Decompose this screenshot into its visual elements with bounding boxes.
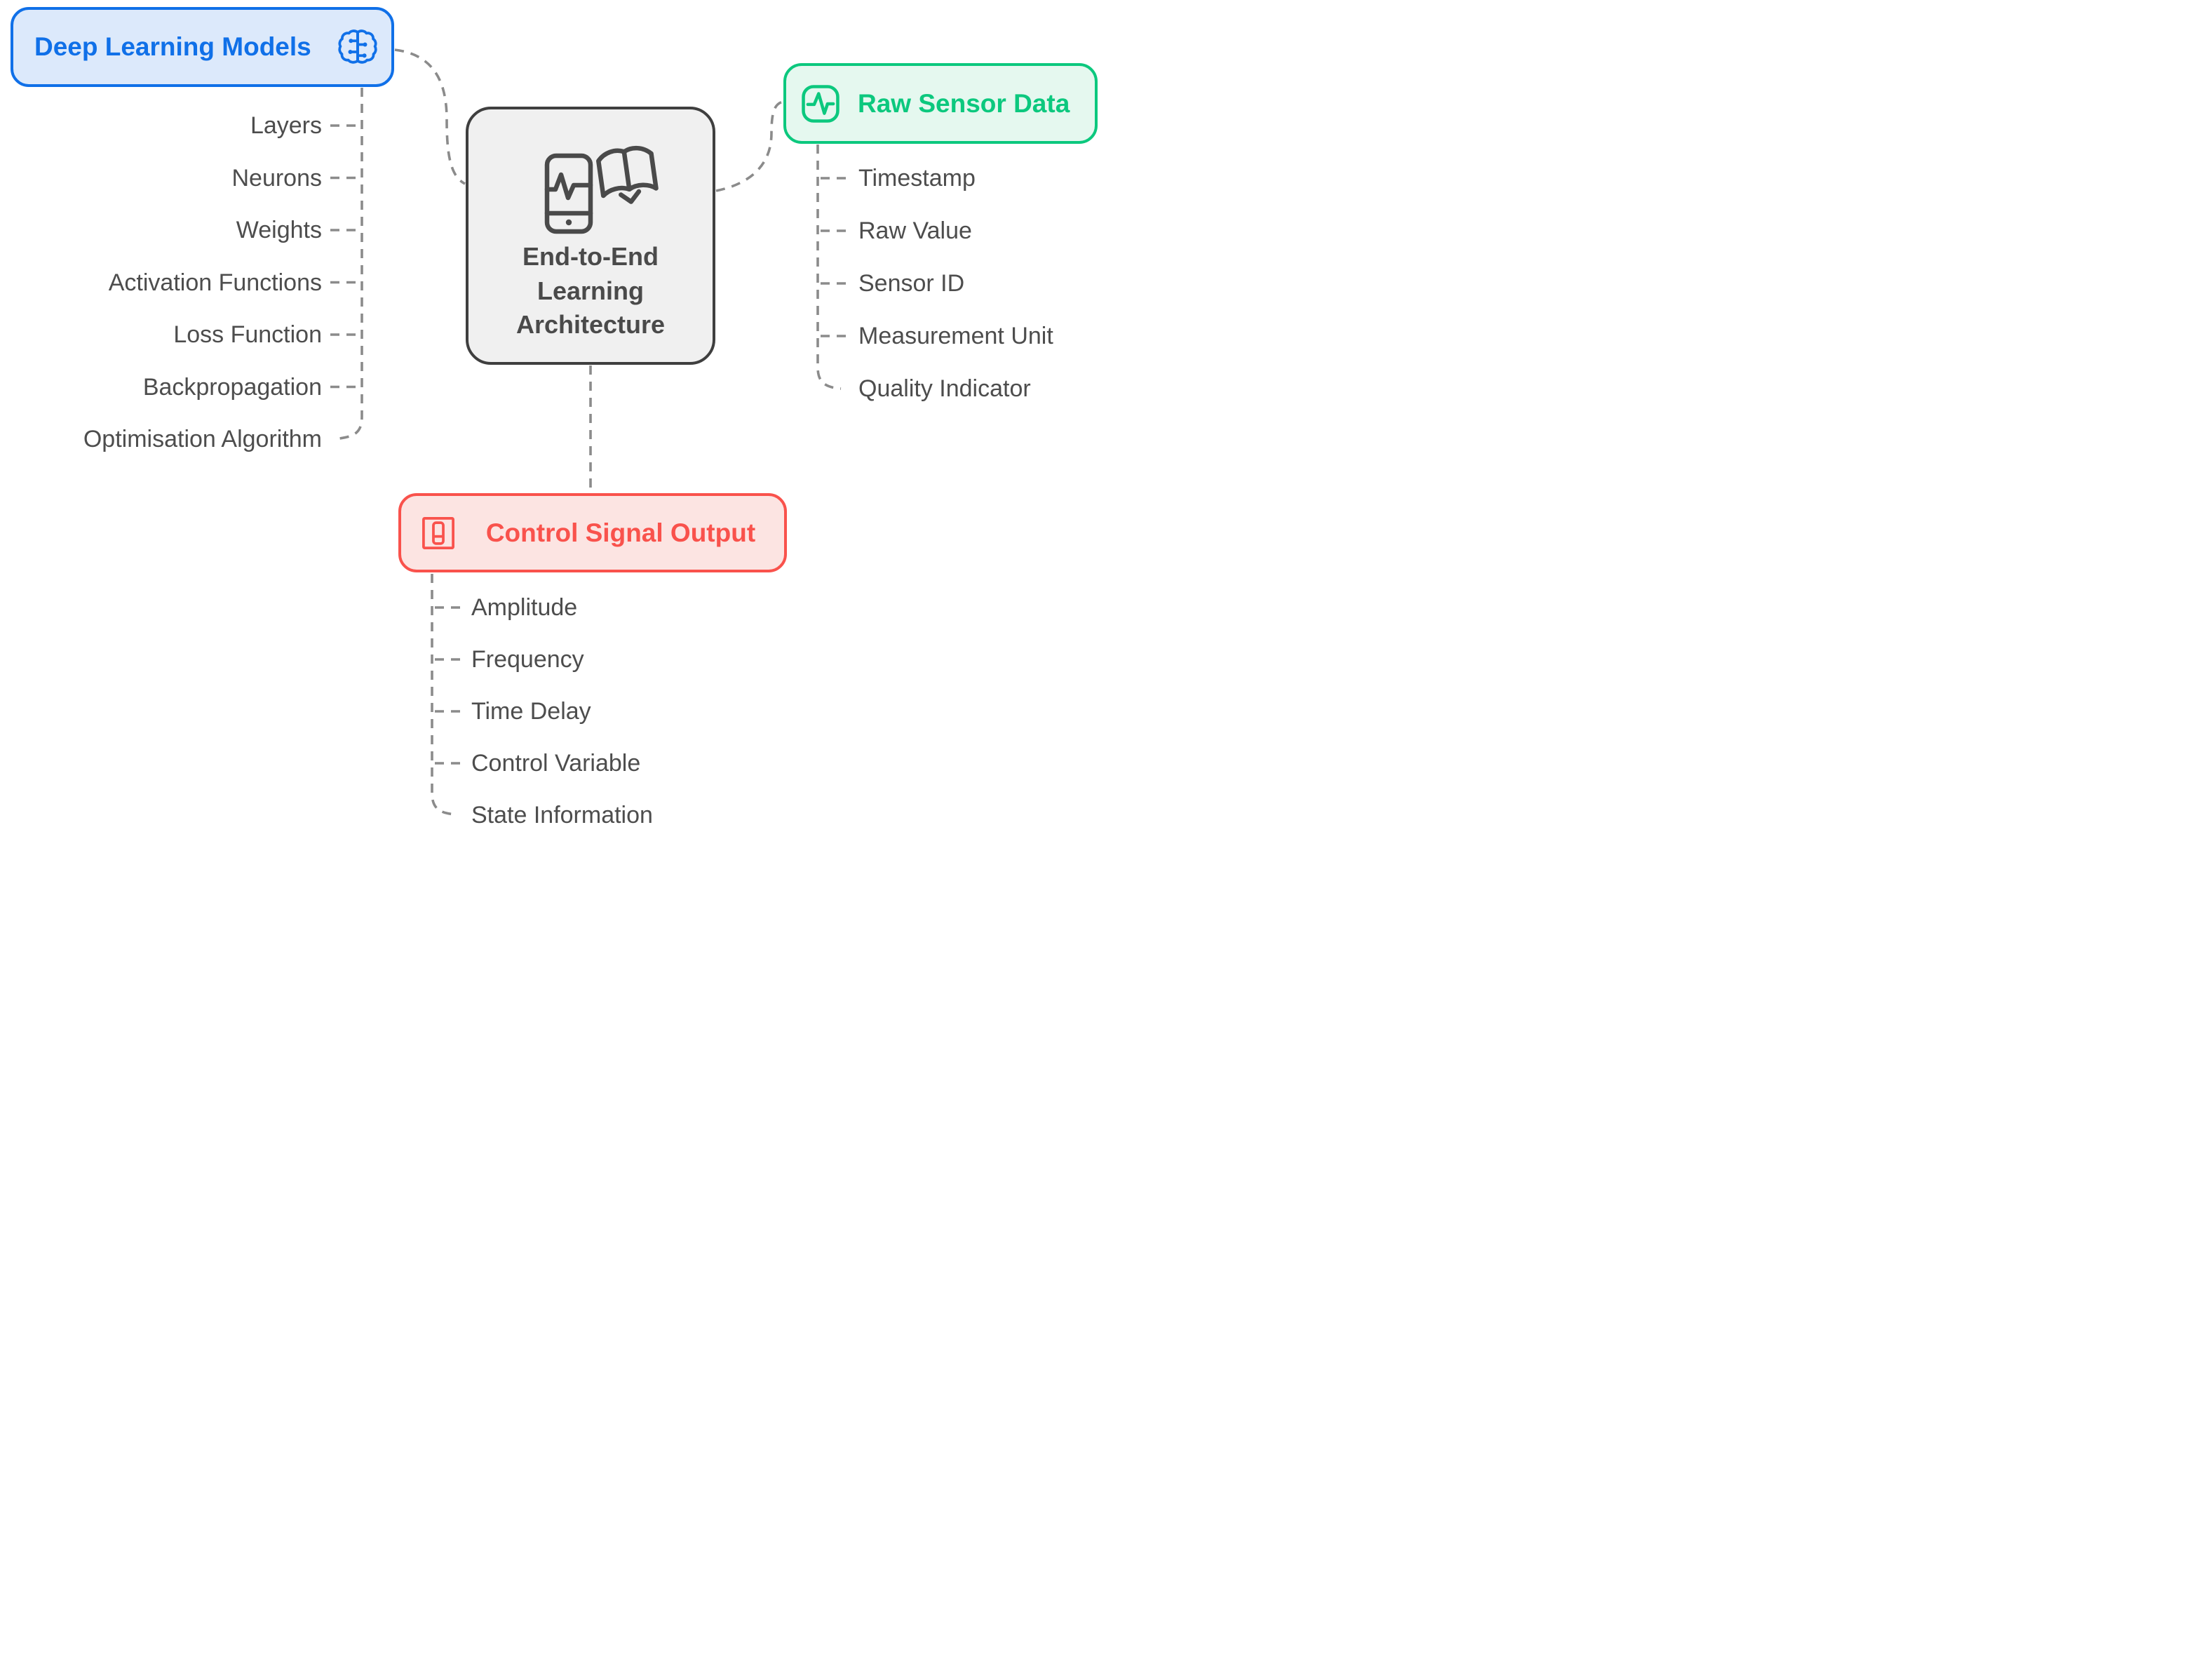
- center-node-label: End-to-End Learning Architecture: [515, 241, 666, 340]
- brain-icon: [338, 29, 377, 64]
- node-end-to-end-learning-architecture: End-to-End Learning Architecture: [466, 107, 715, 365]
- list-item: Weights: [236, 217, 322, 243]
- phone-pulse-book-icon: [544, 145, 659, 234]
- node-raw-sensor-data: Raw Sensor Data: [783, 63, 1098, 144]
- mindmap-diagram: End-to-End Learning Architecture Deep Le…: [0, 0, 1106, 836]
- list-item: Amplitude: [471, 594, 578, 621]
- connector-layer: [330, 48, 850, 816]
- list-item: Control Variable: [471, 750, 641, 777]
- control-signal-output-label: Control Signal Output: [485, 518, 756, 547]
- list-item: Backpropagation: [142, 373, 322, 401]
- raw-sensor-data-label: Raw Sensor Data: [858, 88, 1070, 118]
- list-item: Loss Function: [173, 321, 322, 348]
- list-item: Layers: [250, 112, 322, 139]
- list-item: Timestamp: [858, 164, 976, 192]
- list-item: Time Delay: [471, 698, 591, 725]
- node-deep-learning-models: Deep Learning Models: [11, 7, 394, 87]
- branch-spine-left: [339, 88, 363, 440]
- list-item: Measurement Unit: [858, 322, 1053, 349]
- list-item: State Information: [471, 802, 653, 828]
- deep-learning-models-label: Deep Learning Models: [34, 32, 311, 61]
- list-item: Frequency: [471, 646, 584, 673]
- branch-spine-right: [816, 145, 842, 390]
- node-control-signal-output: Control Signal Output: [398, 493, 787, 572]
- list-item: Activation Functions: [108, 269, 322, 296]
- connector-center-to-green: [715, 100, 783, 192]
- list-item: Raw Value: [858, 217, 972, 244]
- list-item: Quality Indicator: [858, 375, 1031, 402]
- list-item: Neurons: [231, 164, 322, 192]
- list-item: Sensor ID: [858, 269, 965, 297]
- toggle-switch-icon: [422, 516, 454, 549]
- pulse-square-icon: [802, 84, 839, 123]
- branch-spine-bottom: [431, 574, 456, 816]
- list-item: Optimisation Algorithm: [83, 426, 322, 452]
- connector-blue-to-center: [394, 48, 466, 185]
